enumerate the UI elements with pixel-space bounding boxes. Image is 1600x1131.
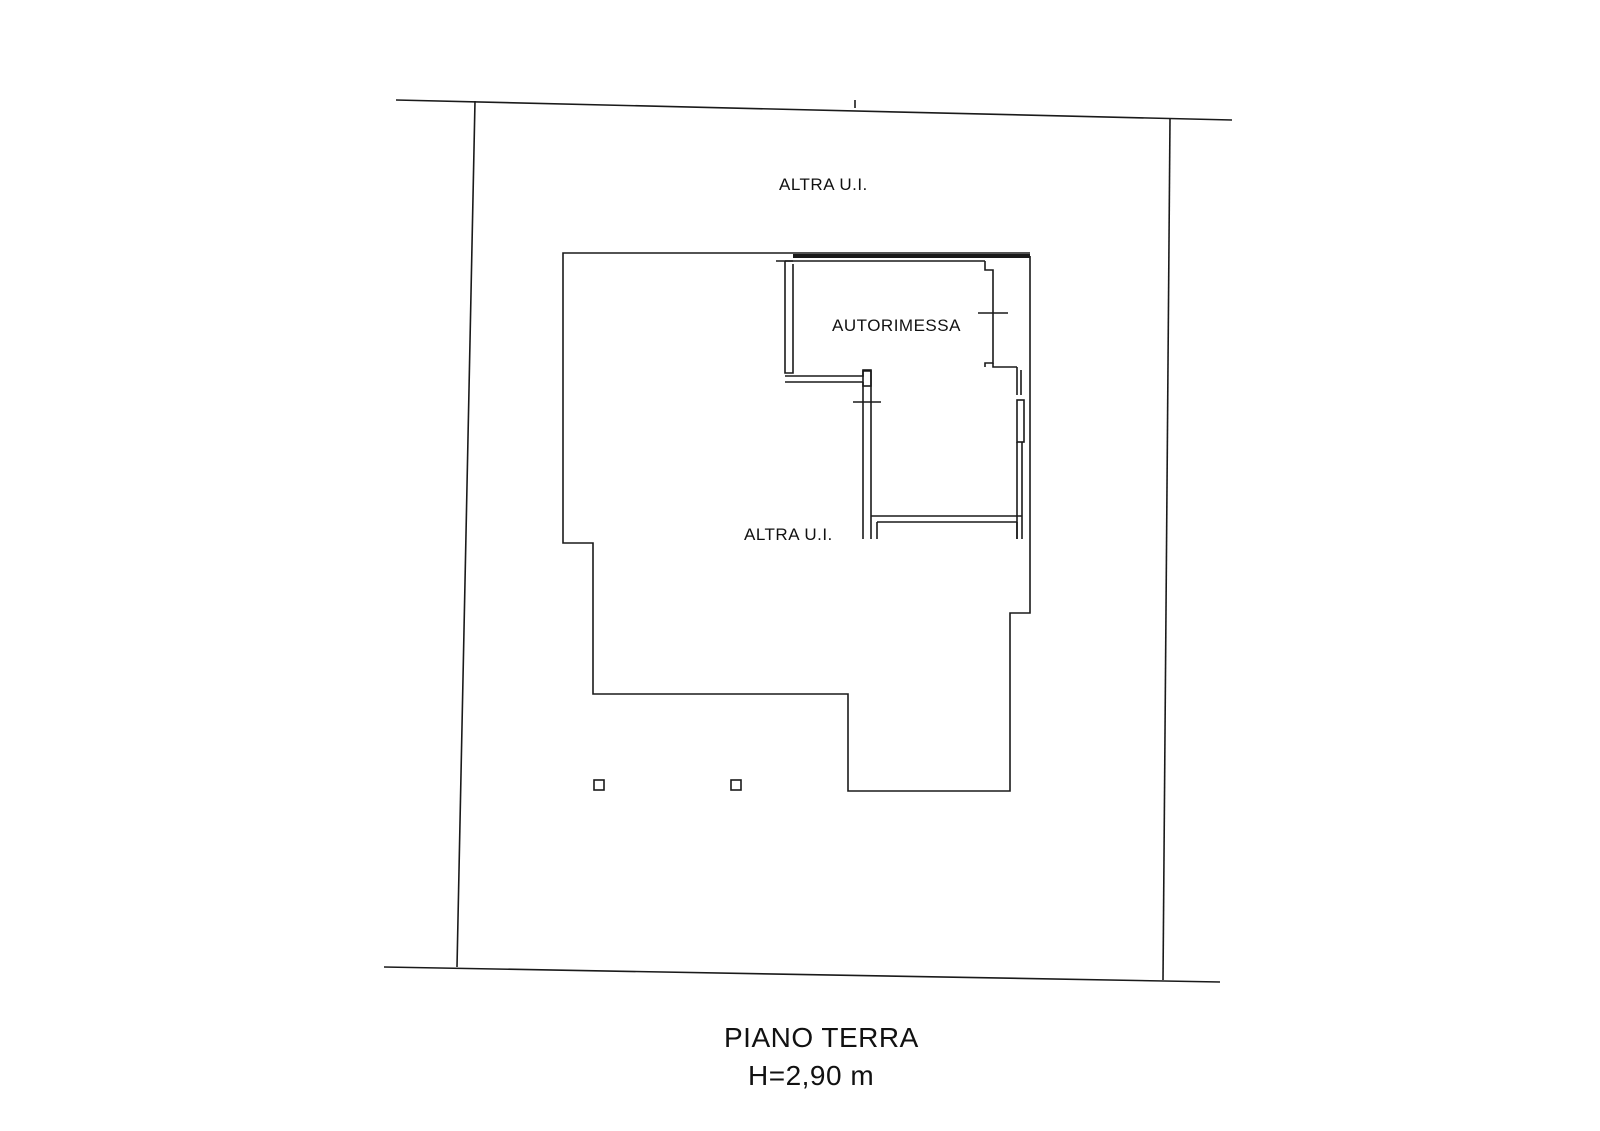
floor-title: PIANO TERRA (724, 1022, 919, 1053)
inner-unit-label: ALTRA U.I. (744, 525, 833, 544)
height-note: H=2,90 m (748, 1060, 875, 1091)
building-outline (562, 252, 1031, 792)
lot-boundary-left (456, 100, 476, 968)
top-unit-label: ALTRA U.I. (779, 175, 868, 194)
garage-walls (776, 260, 1025, 539)
pillar-left (593, 779, 605, 791)
lot-boundary-bottom (383, 966, 1221, 983)
garage-label: AUTORIMESSA (832, 316, 961, 335)
lot-boundary-top (395, 99, 1233, 121)
lot-boundary-right (1162, 118, 1171, 981)
pillar-right (730, 779, 742, 791)
